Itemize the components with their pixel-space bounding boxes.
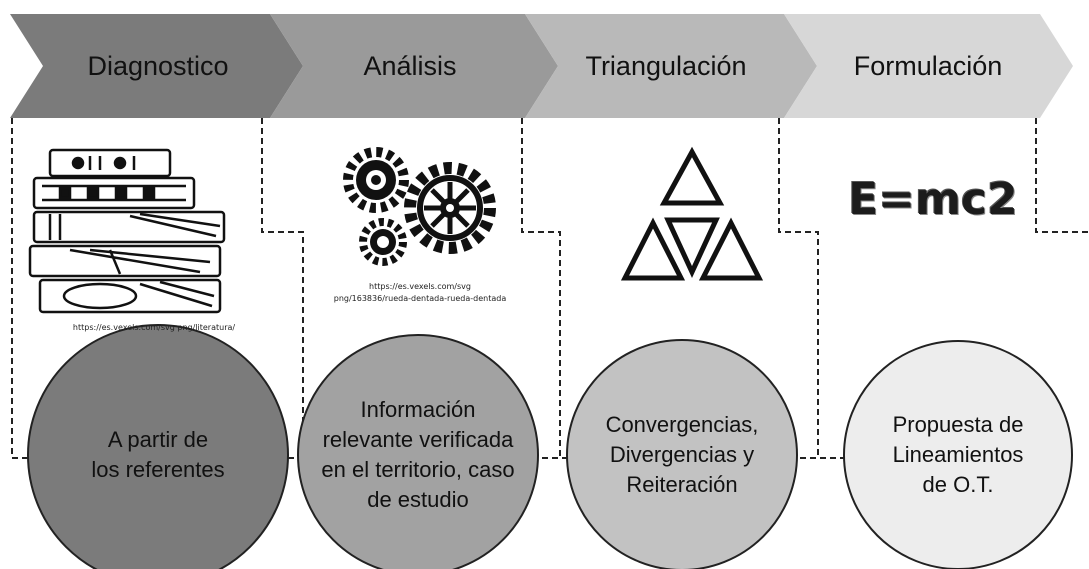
stage-label-diagnostico: Diagnostico <box>87 51 228 81</box>
circle-diagnostico <box>27 324 289 569</box>
gears-image-credit-line2: png/163836/rueda-dentada-rueda-dentada <box>333 294 507 303</box>
stage-label-triangulacion: Triangulación <box>585 51 746 81</box>
circle-text-formulacion: Propuesta de Lineamientos de O.T. <box>892 412 1024 497</box>
gears-icon <box>343 147 496 266</box>
stage-chevron-diagnostico <box>10 14 303 118</box>
circle-text-analisis: Información relevante verificada en el t… <box>321 397 515 512</box>
stage-label-analisis: Análisis <box>363 51 456 81</box>
circle-text-diagnostico: A partir de los referentes <box>91 427 225 482</box>
formula-text: E=mc2 <box>848 174 1018 225</box>
gears-image-credit-line1: https://es.vexels.com/svg <box>369 282 471 291</box>
circle-triangulacion <box>566 339 798 569</box>
books-image-credit: https://es.vexels.com/svg png/literatura… <box>72 323 236 332</box>
stage-label-formulacion: Formulación <box>854 51 1003 81</box>
stage-chevron-triangulacion <box>525 14 817 118</box>
stage-chevron-formulacion <box>784 14 1073 118</box>
triangles-icon <box>620 146 764 281</box>
circle-analisis <box>297 334 539 569</box>
books-icon <box>28 148 226 314</box>
circle-text-triangulacion: Convergencias, Divergencias y Reiteració… <box>605 412 759 497</box>
circle-formulacion <box>843 340 1073 569</box>
dashed-connector <box>11 118 1089 459</box>
stage-chevron-analisis <box>270 14 558 118</box>
